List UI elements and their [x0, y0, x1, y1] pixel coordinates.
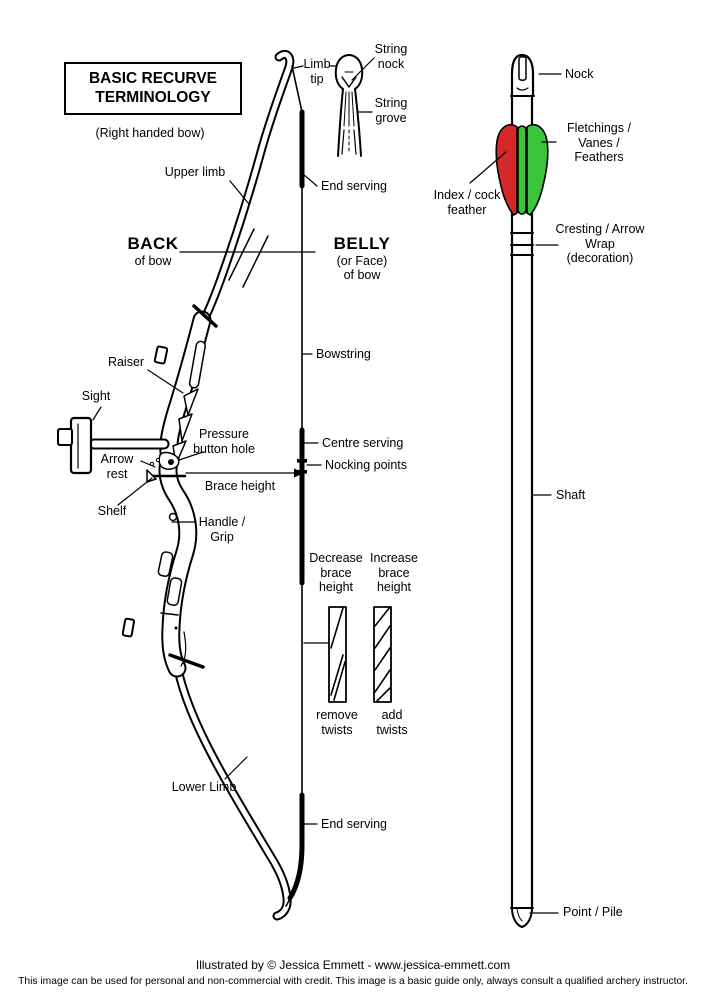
sight-label: Sight — [81, 389, 111, 403]
belly-label-sub2: of bow — [343, 268, 381, 283]
point-drawing — [510, 907, 534, 928]
bowstring-label: Bowstring — [316, 347, 371, 361]
fletching-drawing — [495, 124, 549, 216]
nock-label: Nock — [565, 67, 594, 81]
limb-tip-inset — [334, 54, 364, 157]
cresting-label: Cresting / Arrow Wrap (decoration) — [555, 222, 645, 265]
fletchings-label: Fletchings / Vanes / Feathers — [567, 121, 631, 164]
decrease-brace-label: Decrease brace height — [309, 551, 363, 594]
footer-credit: Illustrated by © Jessica Emmett - www.je… — [195, 958, 511, 972]
index-feather-label: Index / cock feather — [433, 188, 501, 217]
fletching-green — [526, 124, 549, 216]
handle-grip-label: Handle / Grip — [198, 515, 246, 544]
belly-label: BELLY (or Face) of bow — [322, 234, 402, 283]
string-nock-drawing — [341, 76, 357, 88]
belly-label-sub1: (or Face) — [336, 253, 388, 268]
centre-serving-label: Centre serving — [322, 436, 404, 450]
arrow-rest-label: Arrow rest — [100, 452, 134, 481]
nocking-points-label: Nocking points — [325, 458, 407, 472]
arrow-rest-drawing — [149, 451, 180, 470]
remove-twists-label: remove twists — [316, 708, 358, 737]
end-serving-bottom-drawing — [287, 792, 305, 901]
hatch-increase — [373, 606, 392, 703]
back-label: BACK of bow — [118, 234, 188, 268]
brace-height-arrow — [185, 468, 304, 478]
nock-drawing — [510, 53, 535, 98]
riser-drawing — [121, 304, 218, 678]
title-box: BASIC RECURVE TERMINOLOGY — [64, 62, 242, 116]
leader-lines — [92, 57, 562, 914]
back-label-main: BACK — [127, 234, 179, 253]
lower-limb-label: Lower Limb — [171, 780, 237, 794]
pressure-button-hole-label: Pressure button hole — [193, 427, 255, 456]
belly-label-main: BELLY — [333, 234, 391, 253]
fletching-centre-vane — [517, 125, 527, 215]
brace-height-label: Brace height — [204, 479, 276, 493]
arrow-drawing — [495, 53, 549, 928]
shelf-label: Shelf — [97, 504, 127, 518]
end-serving-top-label: End serving — [321, 179, 388, 193]
upper-limb-label: Upper limb — [164, 165, 226, 179]
string-grove-drawing — [343, 91, 355, 127]
end-serving-bottom-label: End serving — [321, 817, 388, 831]
fletching-red — [495, 124, 518, 216]
hatch-decrease — [328, 606, 347, 703]
cresting-drawing — [510, 232, 534, 256]
bowstring-drawing — [285, 65, 307, 907]
point-pile-label: Point / Pile — [563, 905, 623, 919]
subtitle: (Right handed bow) — [95, 126, 205, 140]
footer-disclaimer: This image can be used for personal and … — [18, 976, 688, 987]
bow-drawing — [57, 49, 295, 921]
sight-drawing — [57, 416, 170, 475]
limb-tip-label: Limb tip — [303, 57, 331, 86]
increase-brace-label: Increase brace height — [370, 551, 418, 594]
string-grove-label: String grove — [374, 96, 408, 125]
string-nock-label: String nock — [374, 42, 408, 71]
shaft-label: Shaft — [556, 488, 586, 502]
add-twists-label: add twists — [376, 708, 408, 737]
raiser-label: Raiser — [107, 355, 145, 369]
back-label-sub: of bow — [134, 253, 172, 268]
nocking-points-drawing — [297, 459, 307, 474]
